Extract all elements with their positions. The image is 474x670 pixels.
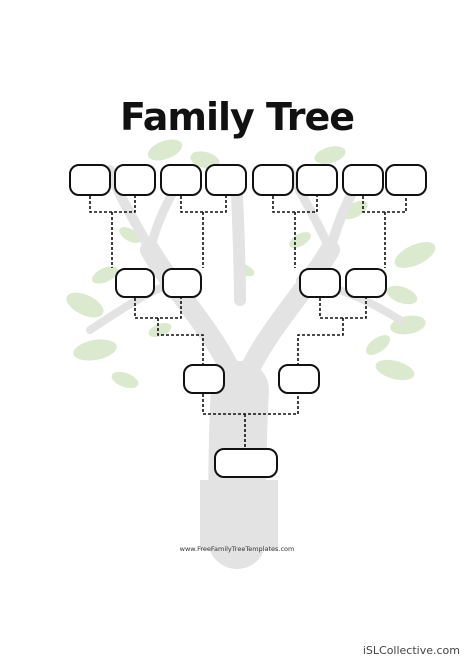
great-grandparent-box-6[interactable] <box>296 164 338 196</box>
great-grandparent-box-7[interactable] <box>342 164 384 196</box>
grandparent-box-2[interactable] <box>162 268 202 298</box>
tree-trunk-base <box>200 480 278 550</box>
great-grandparent-box-3[interactable] <box>160 164 202 196</box>
great-grandparent-box-5[interactable] <box>252 164 294 196</box>
great-grandparent-box-1[interactable] <box>69 164 111 196</box>
page-title: Family Tree <box>119 95 355 139</box>
great-grandparent-box-2[interactable] <box>114 164 156 196</box>
grandparent-box-1[interactable] <box>115 268 155 298</box>
self-box[interactable] <box>214 448 278 478</box>
grandparent-box-3[interactable] <box>299 268 341 298</box>
parent-box-2[interactable] <box>278 364 320 394</box>
tree-connectors <box>89 196 407 448</box>
great-grandparent-box-8[interactable] <box>385 164 427 196</box>
grandparent-box-4[interactable] <box>345 268 387 298</box>
great-grandparent-box-4[interactable] <box>205 164 247 196</box>
watermark-text: iSLCollective.com <box>362 644 460 657</box>
parent-box-1[interactable] <box>183 364 225 394</box>
footer-url: www.FreeFamilyTreeTemplates.com <box>179 545 295 553</box>
